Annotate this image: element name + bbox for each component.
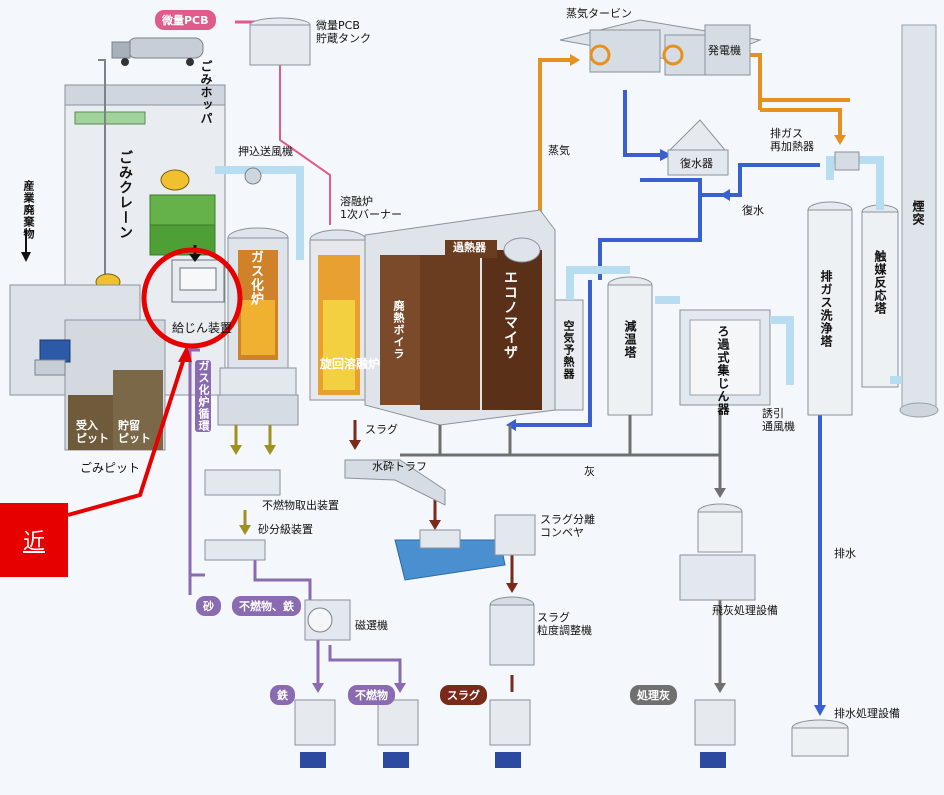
condensate-label: 復水 [742, 205, 764, 218]
magnetic-separator-label: 磁選機 [355, 620, 388, 633]
drain-treatment-label: 排水処理設備 [834, 708, 900, 721]
drainage-label: 排水 [834, 548, 856, 561]
incombustible-iron-tag: 不燃物、鉄 [232, 596, 301, 616]
pcb-tank-body [250, 25, 310, 65]
pcb-tank-label: 微量PCB 貯蔵タンク [316, 20, 371, 45]
industrial-waste-label: 産業廃棄物 [20, 180, 36, 240]
generator-label: 発電機 [708, 45, 741, 58]
exhaust-reheater-label: 排ガス 再加熱器 [770, 128, 814, 153]
feeder-label: 給じん装置 [172, 322, 232, 336]
bag-filter-label: ろ過式集じん器 [715, 325, 732, 416]
air-preheater-label: 空気予熱器 [560, 320, 576, 380]
condenser-label: 復水器 [680, 158, 713, 171]
slag-out-tag: スラグ [440, 685, 487, 705]
waste-heat-boiler-label: 廃熱ボイラ [390, 300, 406, 360]
gasifier-circulation-label: ガス化炉循環 [195, 360, 211, 432]
waste-hopper-label: ごみホッパ [198, 60, 215, 125]
treated-ash-tag: 処理灰 [630, 685, 677, 705]
induced-fan-label: 誘引 通風機 [762, 408, 795, 433]
sand-tag: 砂 [196, 596, 221, 616]
storage-pit-label: 貯留 ピット [118, 420, 151, 445]
scrubber-label: 排ガス洗浄塔 [818, 270, 835, 348]
discharge-bins [295, 700, 735, 768]
waste-crane-label: ごみクレーン [115, 150, 135, 240]
iron-tag: 鉄 [270, 685, 295, 705]
trace-pcb-tag: 微量PCB [155, 10, 216, 30]
tanker-truck [128, 38, 203, 58]
melting-burner-label: 溶融炉 1次バーナー [340, 196, 402, 221]
slag-conveyor-label: スラグ分離 コンベヤ [540, 514, 595, 539]
incombustible-remover-label: 不燃物取出装置 [262, 500, 339, 513]
slag-grading-label: スラグ 粒度調整機 [537, 612, 592, 637]
callout-box: 近 [0, 503, 68, 577]
turbine-box [590, 30, 660, 72]
receiving-pit-label: 受入 ピット [76, 420, 109, 445]
economizer-label: エコノマイザ [500, 270, 520, 360]
gasifier-label: ガス化炉 [246, 250, 265, 306]
fly-ash-label: 飛灰処理設備 [712, 605, 778, 618]
ash-label: 灰 [584, 466, 595, 479]
sand-classifier-label: 砂分級装置 [258, 524, 313, 537]
waste-pit-label: ごみピット [80, 462, 140, 476]
chimney-label: 煙突 [910, 200, 927, 226]
slag-label: スラグ [365, 424, 398, 437]
catalytic-tower-label: 触媒反応塔 [872, 250, 889, 315]
cyclone-furnace-label: 旋回溶融炉 [320, 358, 380, 372]
steam-label: 蒸気 [548, 145, 570, 158]
forced-fan-label: 押込送風機 [238, 146, 293, 159]
incombustible-tag: 不燃物 [348, 685, 395, 705]
superheater-label: 過熱器 [453, 242, 486, 255]
water-trough-label: 水砕トラフ [372, 461, 427, 474]
steam-turbine-label: 蒸気タービン [566, 8, 632, 21]
cooling-tower-label: 減温塔 [622, 320, 639, 359]
